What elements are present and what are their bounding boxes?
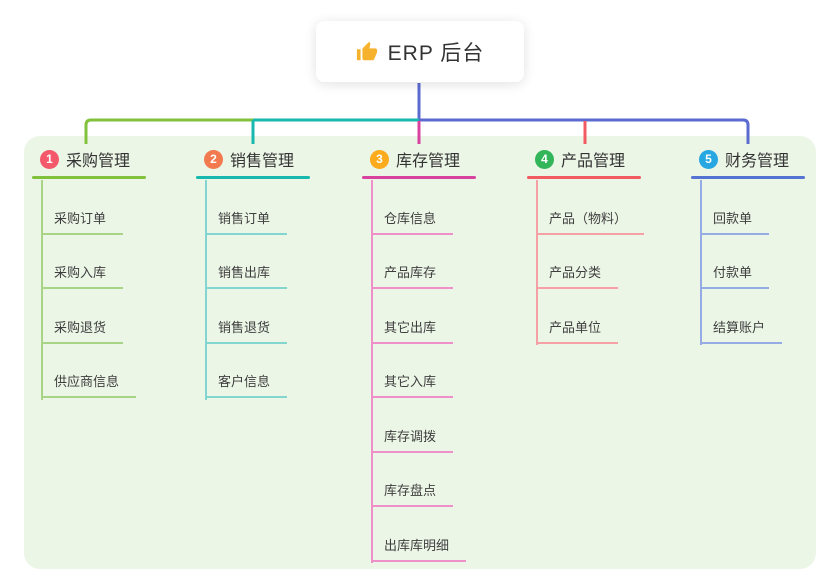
branch-purchase-label: 采购管理 — [66, 153, 131, 170]
root-node-label: ERP 后台 — [387, 41, 485, 65]
list-item: 付款单 — [700, 235, 782, 289]
branch-purchase-children: 采购订单 采购入库 采购退货 供应商信息 — [41, 180, 137, 398]
list-item: 其它出库 — [371, 289, 466, 344]
branch-sales-title[interactable]: 2 销售管理 — [196, 148, 294, 170]
node-product-category[interactable]: 产品分类 — [536, 262, 619, 289]
branch-product-title[interactable]: 4 产品管理 — [527, 148, 625, 170]
node-stock-transfer[interactable]: 库存调拨 — [371, 426, 454, 453]
branch-inventory-label: 库存管理 — [396, 153, 461, 170]
branch-product-label: 产品管理 — [561, 153, 626, 170]
list-item: 采购订单 — [41, 180, 136, 235]
branch-product: 4 产品管理 产品（物料） 产品分类 产品单位 — [527, 148, 645, 345]
list-item: 出库库明细 — [371, 507, 467, 562]
branch-finance-childline — [700, 180, 702, 345]
list-item: 回款单 — [700, 180, 782, 235]
branch-product-underline — [527, 176, 641, 179]
node-sales-return[interactable]: 销售退货 — [205, 317, 288, 344]
list-item: 销售订单 — [205, 180, 288, 235]
branch-purchase-title[interactable]: 1 采购管理 — [32, 148, 130, 170]
list-item: 产品（物料） — [536, 180, 645, 235]
list-item: 销售出库 — [205, 235, 288, 289]
branch-inventory-underline — [362, 176, 476, 179]
node-sales-outbound[interactable]: 销售出库 — [205, 262, 288, 289]
branches-panel — [24, 136, 816, 569]
list-item: 仓库信息 — [371, 180, 466, 235]
badge-4: 4 — [535, 149, 554, 169]
branch-purchase: 1 采购管理 采购订单 采购入库 采购退货 供应商信息 — [32, 148, 146, 400]
node-outbound-detail[interactable]: 出库库明细 — [371, 535, 467, 562]
branch-purchase-underline — [32, 176, 146, 179]
branch-sales: 2 销售管理 销售订单 销售出库 销售退货 客户信息 — [196, 148, 310, 400]
branch-inventory: 3 库存管理 仓库信息 产品库存 其它出库 其它入库 库存调拨 库存盘点 出库库… — [362, 148, 476, 563]
list-item: 供应商信息 — [41, 344, 137, 398]
branch-finance-title[interactable]: 5 财务管理 — [691, 148, 789, 170]
branch-finance-children: 回款单 付款单 结算账户 — [700, 180, 783, 344]
connector-root-and-finance — [417, 83, 750, 144]
list-item: 其它入库 — [371, 344, 466, 398]
list-item: 客户信息 — [205, 344, 288, 398]
node-stock-check[interactable]: 库存盘点 — [371, 480, 454, 507]
root-node[interactable]: ERP 后台 — [316, 21, 524, 82]
node-product-unit[interactable]: 产品单位 — [536, 317, 619, 344]
branch-inventory-title[interactable]: 3 库存管理 — [362, 148, 460, 170]
branch-inventory-children: 仓库信息 产品库存 其它出库 其它入库 库存调拨 库存盘点 出库库明细 — [371, 180, 467, 562]
node-purchase-inbound[interactable]: 采购入库 — [41, 262, 124, 289]
node-other-inbound[interactable]: 其它入库 — [371, 371, 454, 398]
branch-finance-underline — [691, 176, 805, 179]
badge-1: 1 — [40, 149, 59, 169]
branch-sales-childline — [205, 180, 207, 400]
thumbs-up-icon — [356, 41, 377, 60]
node-purchase-order[interactable]: 采购订单 — [41, 208, 124, 235]
node-sales-order[interactable]: 销售订单 — [205, 208, 288, 235]
node-customer-info[interactable]: 客户信息 — [205, 371, 288, 398]
branch-product-childline — [536, 180, 538, 345]
node-warehouse-info[interactable]: 仓库信息 — [371, 208, 454, 235]
list-item: 产品库存 — [371, 235, 466, 289]
node-supplier-info[interactable]: 供应商信息 — [41, 371, 137, 398]
node-settlement-account[interactable]: 结算账户 — [700, 317, 783, 344]
badge-2: 2 — [204, 149, 223, 169]
list-item: 库存盘点 — [371, 453, 466, 507]
list-item: 结算账户 — [700, 289, 783, 344]
list-item: 采购退货 — [41, 289, 136, 344]
branch-sales-underline — [196, 176, 310, 179]
badge-3: 3 — [370, 149, 389, 169]
branch-sales-label: 销售管理 — [230, 153, 295, 170]
branch-finance-label: 财务管理 — [725, 153, 790, 170]
node-purchase-return[interactable]: 采购退货 — [41, 317, 124, 344]
list-item: 库存调拨 — [371, 398, 466, 453]
branch-sales-children: 销售订单 销售出库 销售退货 客户信息 — [205, 180, 288, 398]
branch-finance: 5 财务管理 回款单 付款单 结算账户 — [691, 148, 805, 345]
list-item: 产品单位 — [536, 289, 644, 344]
node-other-outbound[interactable]: 其它出库 — [371, 317, 454, 344]
node-product-material[interactable]: 产品（物料） — [536, 208, 645, 235]
badge-5: 5 — [699, 149, 718, 169]
node-payment-bill[interactable]: 付款单 — [700, 262, 770, 289]
node-product-stock[interactable]: 产品库存 — [371, 262, 454, 289]
branch-purchase-childline — [41, 180, 43, 400]
list-item: 产品分类 — [536, 235, 644, 289]
list-item: 采购入库 — [41, 235, 136, 289]
branch-inventory-childline — [371, 180, 373, 563]
branch-product-children: 产品（物料） 产品分类 产品单位 — [536, 180, 645, 344]
list-item: 销售退货 — [205, 289, 288, 344]
node-receipt-bill[interactable]: 回款单 — [700, 208, 770, 235]
